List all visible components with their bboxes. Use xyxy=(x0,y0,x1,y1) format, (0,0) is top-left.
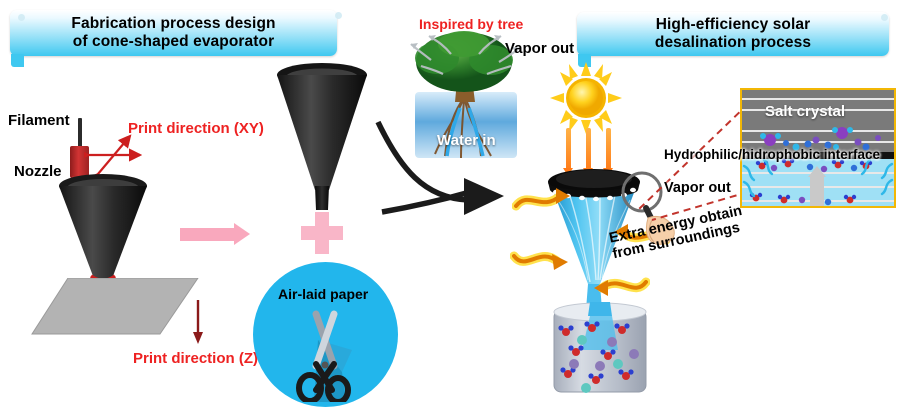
print-direction-xy-label: Print direction (XY) xyxy=(128,120,264,137)
filament-label: Filament xyxy=(8,112,70,129)
salt-layer-line xyxy=(742,98,894,100)
vapor-out-label-right: Vapor out xyxy=(664,180,731,196)
inset-detail-panel xyxy=(740,88,896,208)
wavy-arrow-icon-2 xyxy=(510,251,568,270)
salt-layer-line xyxy=(742,130,894,132)
tree-icon xyxy=(410,31,520,159)
pink-right-arrow-head xyxy=(234,223,250,245)
filament-icon xyxy=(78,118,82,148)
light-beam-icon-3 xyxy=(606,128,611,172)
air-laid-paper-label: Air-laid paper xyxy=(278,286,369,302)
sun-icon xyxy=(550,62,622,134)
wavy-arrow-icon-4 xyxy=(594,277,650,296)
left-panel-banner: Fabrication process design of cone-shape… xyxy=(10,10,337,56)
right-banner-title: High-efficiency solar desalination proce… xyxy=(654,16,812,51)
left-banner-title: Fabrication process design of cone-shape… xyxy=(71,15,276,50)
nozzle-label: Nozzle xyxy=(14,163,62,180)
water-in-label: Water in xyxy=(437,132,496,149)
cone-evaporator-icon xyxy=(277,63,367,210)
print-direction-z-arrow xyxy=(193,300,203,344)
print-direction-z-label: Print direction (Z) xyxy=(133,350,258,367)
magnifier-icon xyxy=(621,171,675,245)
vapor-out-label-tree: Vapor out xyxy=(505,40,575,57)
collection-jar-icon xyxy=(553,302,647,393)
inspired-by-tree-label: Inspired by tree xyxy=(419,16,524,32)
scissors-icon xyxy=(296,310,351,402)
polymer-chain-icons xyxy=(742,158,894,198)
print-direction-xy-arrows xyxy=(84,134,143,178)
ion-particles xyxy=(749,127,881,206)
left-banner-dot xyxy=(18,14,25,21)
left-banner-tab xyxy=(11,54,24,67)
light-beam-icon-1 xyxy=(566,128,571,172)
right-banner-dot xyxy=(881,14,888,21)
vapor-up-arrow-shaft xyxy=(810,176,824,206)
curved-arrow-icon xyxy=(375,120,504,215)
hydrophilic-hydrophobic-interface-label: Hydrophilic/hidrophobic interface xyxy=(664,147,881,162)
hydrophilic-hydrophobic-interface-band xyxy=(742,152,894,159)
right-banner-tab xyxy=(578,54,591,67)
left-banner-dot-right xyxy=(335,12,342,19)
light-beam-icon-2 xyxy=(586,128,591,172)
plus-icon-horizontal xyxy=(301,226,343,240)
pink-right-arrow-shaft xyxy=(180,228,235,241)
build-plate-icon xyxy=(31,278,199,335)
salt-layer-line xyxy=(742,109,894,111)
wavy-arrow-icon-1 xyxy=(512,188,570,211)
vapor-up-arrow-head xyxy=(808,166,826,177)
right-panel-banner: High-efficiency solar desalination proce… xyxy=(577,12,889,56)
salt-crystal-label: Salt crystal xyxy=(765,103,846,120)
